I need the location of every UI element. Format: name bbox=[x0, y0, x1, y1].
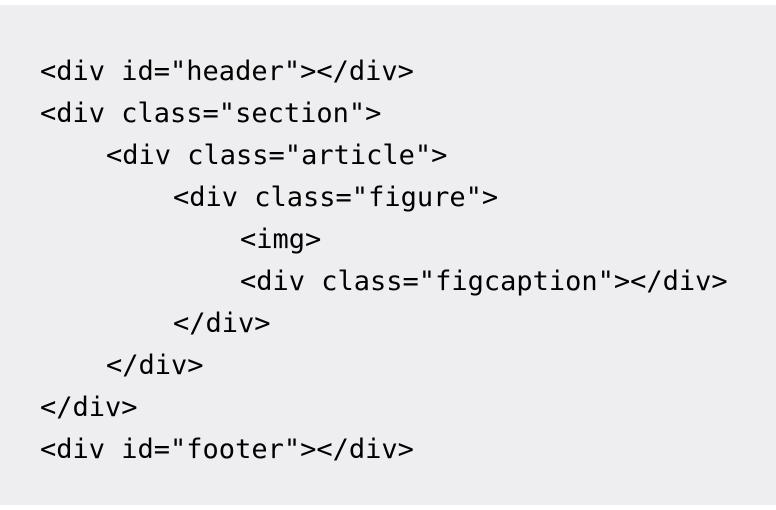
code-lines: <div id="header"></div> <div class="sect… bbox=[40, 51, 728, 471]
code-line: <div id="header"></div> bbox=[40, 56, 414, 87]
code-line: </div> bbox=[40, 392, 138, 423]
code-block: <div id="header"></div> <div class="sect… bbox=[0, 5, 776, 505]
code-line: <div class="article"> bbox=[106, 140, 448, 171]
code-line: </div> bbox=[173, 308, 271, 339]
code-line: <div id="footer"></div> bbox=[40, 434, 414, 465]
code-line: <div class="figcaption"></div> bbox=[240, 266, 728, 297]
code-line: <img> bbox=[240, 224, 322, 255]
code-line: <div class="figure"> bbox=[173, 182, 499, 213]
code-line: <div class="section"> bbox=[40, 98, 382, 129]
code-line: </div> bbox=[106, 350, 204, 381]
